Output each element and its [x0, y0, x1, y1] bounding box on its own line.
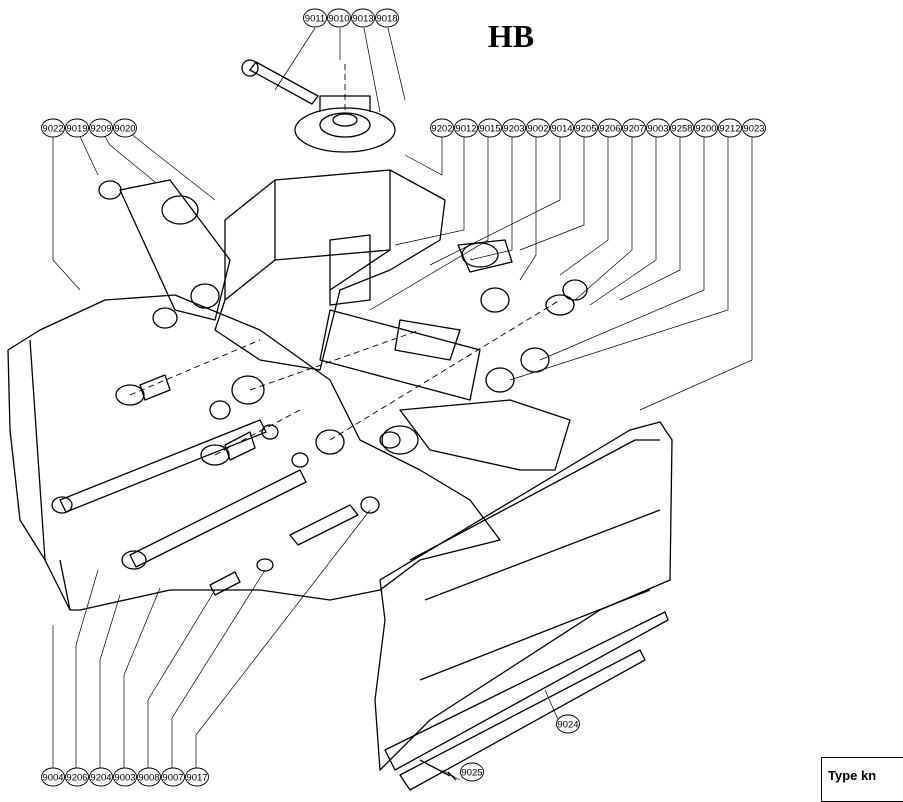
callout-9003: 9003 [113, 767, 137, 787]
left-arm [119, 179, 231, 321]
callout-9019: 9019 [65, 118, 89, 138]
callout-9008: 9008 [137, 767, 161, 787]
callout-9258: 9258 [670, 118, 694, 138]
callout-label: 9015 [479, 123, 500, 134]
callout-9007: 9007 [161, 767, 185, 787]
callout-label: 9206 [66, 772, 87, 783]
type-box: Type kn [821, 757, 903, 802]
callout-label: 9017 [186, 772, 207, 783]
callout-9204: 9204 [89, 767, 113, 787]
callout-9020: 9020 [113, 118, 137, 138]
callout-label: 9003 [647, 123, 668, 134]
callout-9004: 9004 [41, 767, 65, 787]
callout-label: 9007 [162, 772, 183, 783]
pivot-pin-upper [59, 419, 267, 513]
callout-9017: 9017 [185, 767, 209, 787]
callout-9205: 9205 [574, 118, 598, 138]
callout-label: 9025 [461, 767, 482, 778]
type-box-label: Type kn [828, 768, 877, 783]
callout-9200: 9200 [694, 118, 718, 138]
drawing-title: HB [487, 18, 535, 54]
callout-9209: 9209 [89, 118, 113, 138]
callout-label: 9203 [503, 123, 524, 134]
callout-9015: 9015 [478, 118, 502, 138]
callout-label: 9202 [431, 123, 452, 134]
callout-9014: 9014 [550, 118, 574, 138]
callout-9212: 9212 [718, 118, 742, 138]
cross-tube [319, 309, 481, 401]
callout-label: 9013 [352, 13, 373, 24]
callout-9012: 9012 [454, 118, 478, 138]
callout-label: 9212 [719, 123, 740, 134]
callout-label: 9200 [695, 123, 716, 134]
callout-label: 9209 [90, 123, 111, 134]
callout-label: 9018 [376, 13, 397, 24]
callout-label: 9024 [557, 719, 578, 730]
callout-9018: 9018 [375, 8, 399, 28]
callout-label: 9020 [114, 123, 135, 134]
callout-9206: 9206 [65, 767, 89, 787]
callout-label: 9206 [599, 123, 620, 134]
callout-label: 9204 [90, 772, 111, 783]
callout-9206: 9206 [598, 118, 622, 138]
callout-9010: 9010 [327, 8, 351, 28]
callout-9025: 9025 [460, 762, 484, 782]
right-arm [399, 399, 571, 471]
callout-9022: 9022 [41, 118, 65, 138]
callout-9207: 9207 [622, 118, 646, 138]
callout-9202: 9202 [430, 118, 454, 138]
callout-label: 9014 [551, 123, 572, 134]
callout-label: 9258 [671, 123, 692, 134]
right-bucket-blade [374, 421, 673, 771]
callout-label: 9002 [527, 123, 548, 134]
callout-9013: 9013 [351, 8, 375, 28]
callout-9203: 9203 [502, 118, 526, 138]
callout-9023: 9023 [742, 118, 766, 138]
callout-label: 9019 [66, 123, 87, 134]
callout-label: 9004 [42, 772, 63, 783]
callout-9024: 9024 [556, 714, 580, 734]
callout-label: 9022 [42, 123, 63, 134]
central-frame [214, 169, 446, 371]
callout-label: 9011 [305, 13, 325, 24]
callout-label: 9205 [575, 123, 596, 134]
cutting-edge [384, 611, 669, 771]
callout-label: 9003 [114, 772, 135, 783]
callout-label: 9010 [328, 13, 349, 24]
callout-label: 9023 [743, 123, 764, 134]
callout-label: 9012 [455, 123, 476, 134]
callout-9002: 9002 [526, 118, 550, 138]
callout-9011: 9011 [303, 8, 327, 28]
pivot-pin-lower [129, 469, 307, 568]
callout-label: 9008 [138, 772, 159, 783]
callout-9003: 9003 [646, 118, 670, 138]
callout-label: 9207 [623, 123, 644, 134]
left-bucket-plate [7, 294, 501, 611]
